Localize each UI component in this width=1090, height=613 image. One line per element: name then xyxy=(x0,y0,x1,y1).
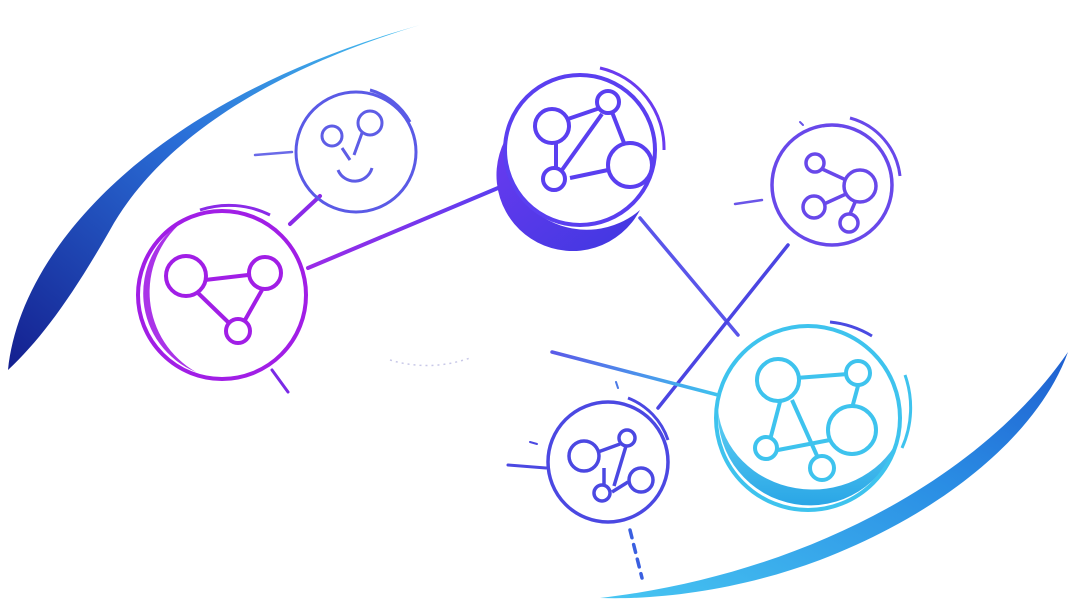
cyan-node-arc xyxy=(829,320,873,338)
cyan-node xyxy=(714,320,913,512)
bottom-node xyxy=(546,396,670,524)
central-node xyxy=(496,66,666,252)
network-diamond-icon xyxy=(533,89,654,192)
tick-mark-1 xyxy=(615,381,619,389)
central-node-arc xyxy=(599,66,666,151)
right-node-arc xyxy=(849,116,902,177)
link-bottom-left xyxy=(506,463,548,470)
link-central-cyan xyxy=(638,216,740,337)
central-node-crescent xyxy=(496,140,640,252)
network-quad-icon xyxy=(753,357,878,482)
tick-mark-3 xyxy=(529,441,538,445)
dotted-arc xyxy=(389,357,471,367)
top-left-node-ring xyxy=(294,90,418,214)
link-mid-cyan xyxy=(550,350,720,397)
purple-node-arc xyxy=(199,203,271,217)
purple-node xyxy=(136,203,308,381)
bottom-node-arc xyxy=(627,396,670,441)
bottom-node-ring xyxy=(546,400,670,524)
purple-node-ring xyxy=(136,209,308,381)
right-node xyxy=(770,116,902,247)
top-left-node-arc xyxy=(369,88,412,123)
purple-node-crescent xyxy=(143,222,196,372)
link-purple-topleft xyxy=(288,194,322,226)
link-right-stub xyxy=(733,198,764,206)
link-bottom-dash xyxy=(628,528,644,580)
cyan-node-arc-right xyxy=(900,374,913,449)
swoosh-left xyxy=(8,25,420,370)
cyan-node-ring xyxy=(714,324,902,512)
right-node-ring xyxy=(770,123,894,247)
network-loose-icon xyxy=(320,109,384,183)
link-right-bottom xyxy=(656,243,790,410)
top-left-node xyxy=(294,88,418,214)
cyan-node-crescent xyxy=(717,410,898,506)
swoosh-right xyxy=(600,352,1068,599)
tick-mark-2 xyxy=(799,121,804,126)
link-purple-down xyxy=(270,368,290,394)
network-small-icon xyxy=(567,428,655,503)
network-triangle-icon xyxy=(164,254,283,345)
link-purple-central xyxy=(306,186,500,270)
central-node-ring xyxy=(503,73,657,227)
network-cluster-icon xyxy=(801,152,878,234)
connections xyxy=(253,121,804,580)
link-topleft-stub xyxy=(253,150,294,157)
